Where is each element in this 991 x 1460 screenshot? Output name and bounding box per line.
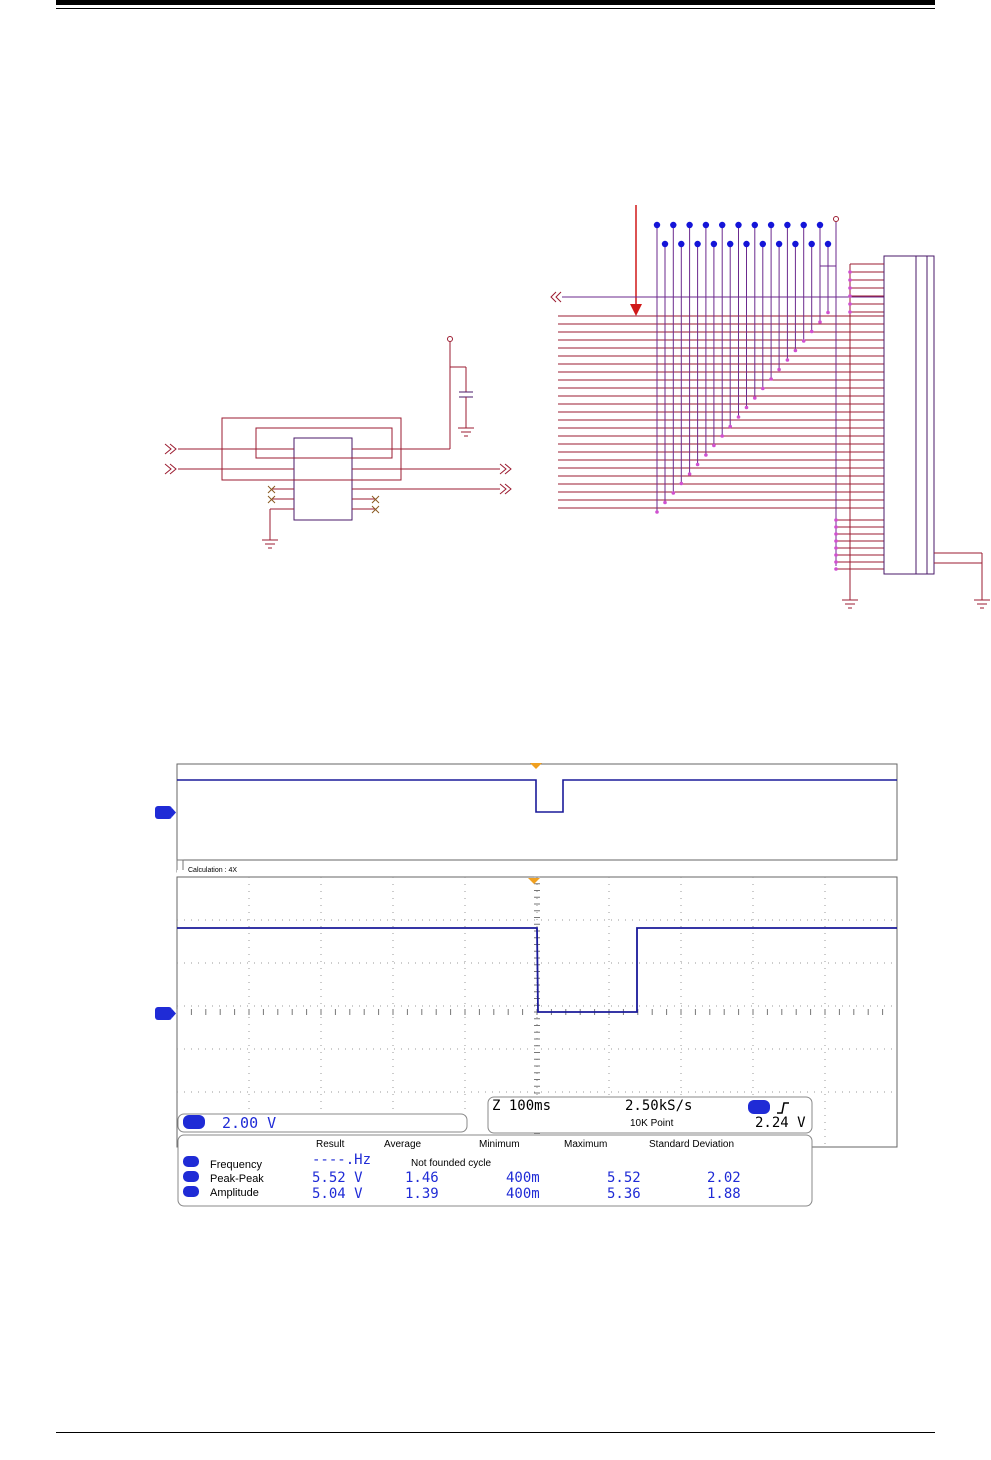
pin-dot xyxy=(727,241,733,247)
ic-chip xyxy=(294,438,352,520)
amplitude-result: 5.04 V xyxy=(312,1186,363,1202)
pin-dot xyxy=(703,222,709,228)
pin-dot xyxy=(752,222,758,228)
col-stddev: Standard Deviation xyxy=(649,1139,734,1150)
peak-peak-average: 1.46 xyxy=(405,1170,439,1186)
row-label-amplitude: Amplitude xyxy=(210,1187,259,1199)
pin-dot xyxy=(735,222,741,228)
scope-graphics xyxy=(150,752,910,1212)
peak-peak-stddev: 2.02 xyxy=(707,1170,741,1186)
pin-dot xyxy=(809,241,815,247)
col-result: Result xyxy=(316,1139,344,1150)
timebase: Z 100ms xyxy=(492,1098,551,1114)
pin-dot xyxy=(654,222,660,228)
amplitude-maximum: 5.36 xyxy=(607,1186,641,1202)
amplitude-average: 1.39 xyxy=(405,1186,439,1202)
trigger-level: 2.24 V xyxy=(755,1115,806,1131)
row-label-frequency: Frequency xyxy=(210,1159,262,1171)
pin-dot xyxy=(792,241,798,247)
pin-dot xyxy=(817,222,823,228)
peak-peak-minimum: 400m xyxy=(506,1170,540,1186)
col-maximum: Maximum xyxy=(564,1139,607,1150)
pin-dot xyxy=(743,241,749,247)
pin-dot xyxy=(670,222,676,228)
pin-dot xyxy=(662,241,668,247)
left-circuit xyxy=(165,337,511,549)
peak-peak-result: 5.52 V xyxy=(312,1170,363,1186)
main-channel-marker xyxy=(155,1007,172,1020)
volt-div: 2.00 V xyxy=(222,1114,276,1132)
record-length: 10K Point xyxy=(630,1118,673,1129)
pin-dot xyxy=(694,241,700,247)
col-minimum: Minimum xyxy=(479,1139,520,1150)
pin-dot xyxy=(768,222,774,228)
row-label-peak-peak: Peak-Peak xyxy=(210,1173,264,1185)
frequency-note: Not founded cycle xyxy=(411,1158,491,1169)
frequency-result: ----.Hz xyxy=(312,1152,371,1168)
pin-dots xyxy=(654,222,831,247)
col-average: Average xyxy=(384,1139,421,1150)
oscilloscope-capture: Calculation : 4X 2.00 V Z 100ms 2.50kS/s… xyxy=(150,752,910,1212)
peak-peak-maximum: 5.52 xyxy=(607,1170,641,1186)
pin-dot xyxy=(776,241,782,247)
overview-channel-marker xyxy=(155,806,172,819)
pin-dot xyxy=(686,222,692,228)
pin-dot xyxy=(801,222,807,228)
pin-dot xyxy=(711,241,717,247)
amplitude-minimum: 400m xyxy=(506,1186,540,1202)
schematic-diagram xyxy=(0,0,991,660)
pin-dot xyxy=(825,241,831,247)
footer-rule xyxy=(56,1432,935,1433)
calc-label: Calculation : 4X xyxy=(188,867,237,874)
loop-inner xyxy=(256,428,392,458)
pin-dot xyxy=(784,222,790,228)
sample-rate: 2.50kS/s xyxy=(625,1098,692,1114)
pin-dot xyxy=(719,222,725,228)
pin-dot xyxy=(760,241,766,247)
amplitude-stddev: 1.88 xyxy=(707,1186,741,1202)
pin-dot xyxy=(678,241,684,247)
right-circuit xyxy=(551,205,990,608)
